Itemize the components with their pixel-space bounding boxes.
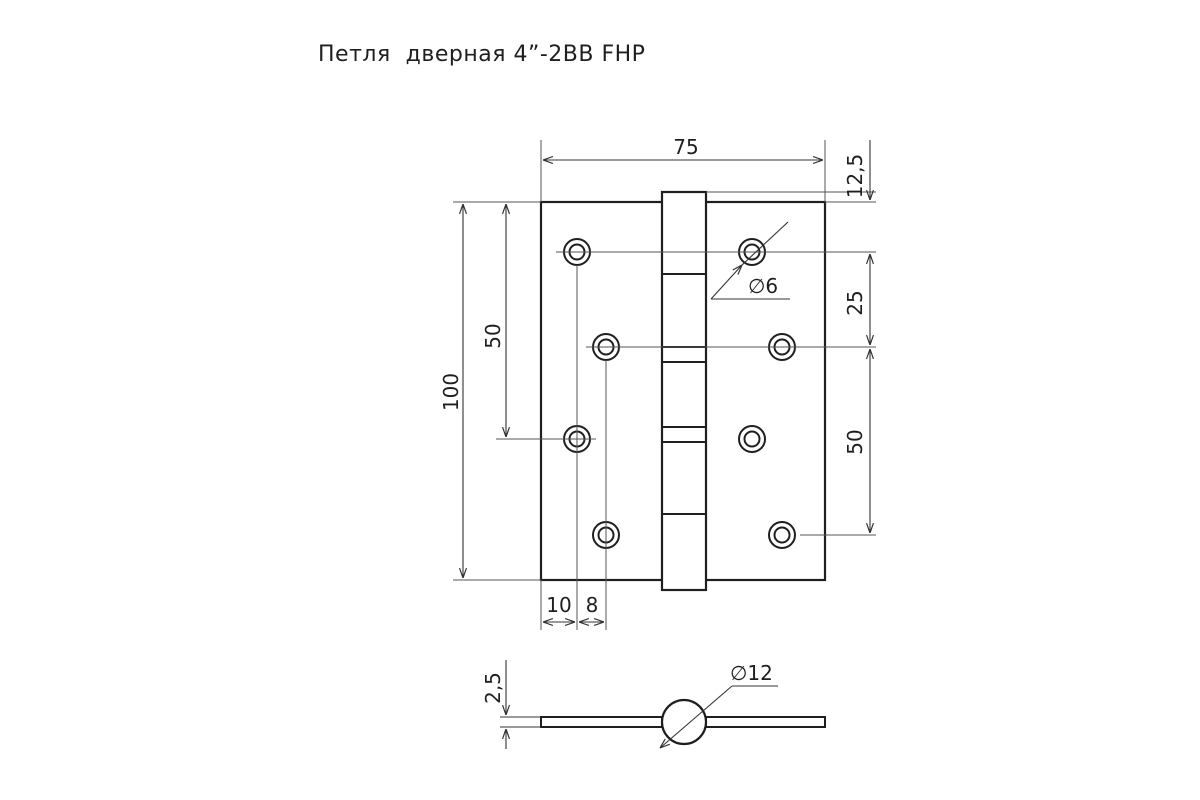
dim-left-edge-offset: 10 <box>546 593 571 617</box>
side-plate-left <box>540 716 663 728</box>
dim-overall-height: 100 <box>439 373 463 411</box>
side-knuckle-circle <box>660 698 708 746</box>
hinge-side-view <box>540 698 826 746</box>
side-plate-right <box>705 716 826 728</box>
dim-knuckle-diameter: ∅12 <box>730 661 773 685</box>
dim-right-top-spacing: 25 <box>843 290 867 315</box>
dim-knuckle-overhang: 12,5 <box>843 154 867 199</box>
screw-hole <box>738 425 766 453</box>
hinge-front-view <box>539 190 827 592</box>
side-dimension-lines <box>500 660 778 749</box>
dim-overall-width: 75 <box>673 135 698 159</box>
dim-right-hole-spacing: 50 <box>843 429 867 454</box>
dim-plate-thickness: 2,5 <box>481 672 505 704</box>
dim-left-hole-spacing: 50 <box>481 323 505 348</box>
dim-hole-diameter: ∅6 <box>748 274 778 298</box>
drawing-title: Петля дверная 4”-2BB FHP <box>318 42 646 67</box>
screw-hole <box>768 521 796 549</box>
hinge-knuckle <box>660 190 708 592</box>
dimension-lines <box>463 140 870 622</box>
leader-hole-diameter-tail <box>710 265 742 300</box>
leader-knuckle-diameter <box>660 685 733 748</box>
leader-hole-diameter <box>741 221 789 266</box>
extension-lines <box>453 140 876 630</box>
dim-hole-column-offset: 8 <box>586 593 599 617</box>
